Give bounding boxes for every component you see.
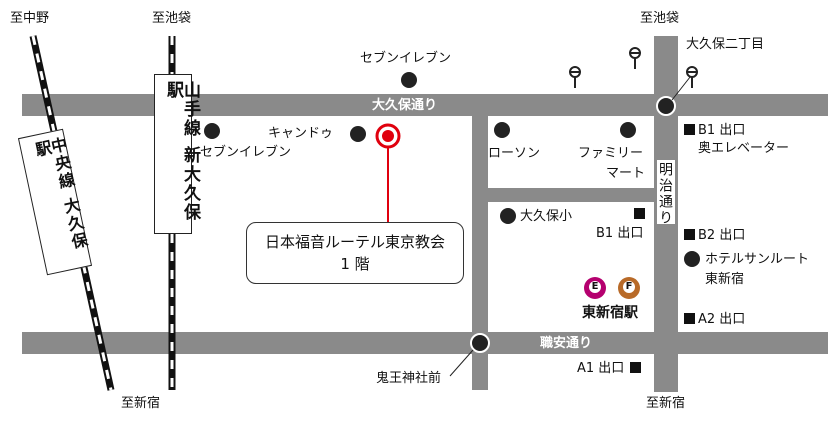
yamanote-station-box: 山手線 新大久保駅 xyxy=(154,74,200,234)
lawson-label: ローソン xyxy=(488,146,541,161)
exit-a1: A1 出口 xyxy=(577,362,644,375)
exit-b2: B2 出口 xyxy=(684,229,745,242)
exit-b1-label: B1 出口 xyxy=(596,226,644,241)
metro-line-e-icon: E xyxy=(584,277,606,299)
hotel-sunroute-label-line2: 東新宿 xyxy=(705,272,745,287)
police-box-icon xyxy=(569,66,581,88)
hotel-sunroute-dot-icon xyxy=(684,251,700,267)
candou-label: キャンドゥ xyxy=(268,126,334,141)
okubo-dori-label: 大久保通り xyxy=(372,98,438,113)
lawson-dot-icon xyxy=(494,122,510,138)
familymart-dot-icon xyxy=(620,122,636,138)
exit-square-icon xyxy=(630,362,642,373)
exit-b1-elevator-line1: B1 出口 xyxy=(684,124,745,137)
seven-eleven-top-dot-icon xyxy=(401,72,417,88)
okubo-2chome-label: 大久保二丁目 xyxy=(686,37,765,52)
exit-square-icon xyxy=(684,124,695,135)
hotel-sunroute-label-line1: ホテルサンルート xyxy=(705,252,810,267)
exit-b1-elevator-line2: 奥エレベーター xyxy=(698,141,790,156)
kiou-jinja-leader xyxy=(449,349,474,377)
candou-dot-icon xyxy=(350,126,366,142)
destination-callout: 日本福音ルーテル東京教会 1 階 xyxy=(246,222,464,284)
exit-b2-text: B2 出口 xyxy=(698,228,746,243)
familymart-label-line2: マート xyxy=(606,166,646,181)
side-street-vertical xyxy=(472,116,488,390)
kiou-jinja-label: 鬼王神社前 xyxy=(376,371,442,386)
direction-shinjuku-left: 至新宿 xyxy=(121,396,161,411)
meiji-dori-label: 明治通り xyxy=(657,162,673,226)
exit-a2: A2 出口 xyxy=(684,313,745,326)
direction-nakano: 至中野 xyxy=(10,11,50,26)
metro-line-f-icon: F xyxy=(618,277,640,299)
police-box-icon xyxy=(686,66,698,88)
seven-eleven-left-label: セブンイレブン xyxy=(200,145,292,160)
direction-ikebukuro-right: 至池袋 xyxy=(640,11,680,26)
exit-b1 xyxy=(596,208,648,221)
destination-name: 日本福音ルーテル東京教会 xyxy=(264,233,445,251)
direction-ikebukuro-left: 至池袋 xyxy=(152,11,192,26)
meiji-dori-label-box xyxy=(657,160,675,224)
police-box-icon xyxy=(629,47,641,69)
higashi-shinjuku-station-label: 東新宿駅 xyxy=(582,305,638,321)
shokuan-dori-road xyxy=(22,332,828,354)
yamanote-station-label: 山手線 新大久保駅 xyxy=(163,81,200,222)
familymart-label-line1: ファミリー xyxy=(578,146,644,161)
seven-eleven-top-label: セブンイレブン xyxy=(360,51,452,66)
exit-square-icon xyxy=(684,229,695,240)
exit-square-icon xyxy=(684,313,695,324)
side-street-upper xyxy=(488,188,654,202)
exit-square-icon xyxy=(634,208,645,219)
seven-eleven-left-dot-icon xyxy=(204,123,220,139)
exit-b1-elevator-text: B1 出口 xyxy=(698,123,746,138)
okubo-elementary-label: 大久保小 xyxy=(520,209,573,224)
kiou-jinja-intersection-icon xyxy=(470,333,490,353)
exit-a1-text: A1 出口 xyxy=(577,361,625,376)
shokuan-dori-label: 職安通り xyxy=(540,336,593,351)
okubo-dori-road xyxy=(22,94,828,116)
okubo-elementary-dot-icon xyxy=(500,208,516,224)
direction-shinjuku-right: 至新宿 xyxy=(646,396,686,411)
okubo-2chome-intersection-icon xyxy=(656,96,676,116)
destination-floor: 1 階 xyxy=(340,255,370,273)
destination-marker-center-icon xyxy=(382,130,394,142)
exit-a2-text: A2 出口 xyxy=(698,312,746,327)
